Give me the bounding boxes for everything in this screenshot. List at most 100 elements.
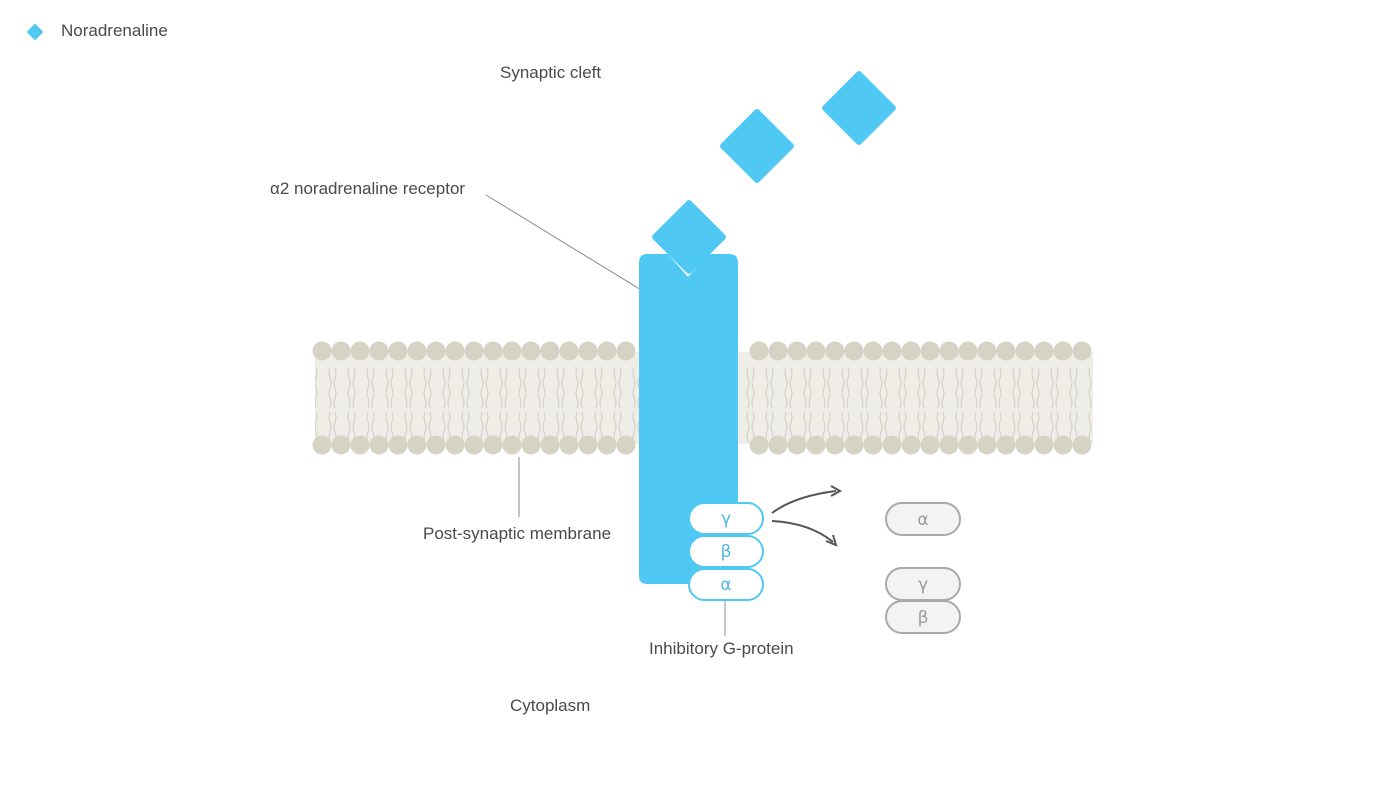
membrane-head-bottom (1015, 435, 1035, 455)
membrane-head-top (407, 341, 427, 361)
membrane-head-top (901, 341, 921, 361)
membrane-head-top (388, 341, 408, 361)
membrane-head-top (806, 341, 826, 361)
membrane-head-bottom (483, 435, 503, 455)
membrane-head-bottom (787, 435, 807, 455)
membrane-label: Post-synaptic membrane (423, 524, 612, 543)
release-arrows (771, 485, 843, 547)
membrane-head-bottom (1034, 435, 1054, 455)
membrane-head-top (977, 341, 997, 361)
membrane-head-top (1072, 341, 1092, 361)
membrane-head-bottom (445, 435, 465, 455)
membrane-head-top (483, 341, 503, 361)
membrane-head-top (559, 341, 579, 361)
membrane-head-bottom (407, 435, 427, 455)
membrane-head-top (863, 341, 883, 361)
subunit-alpha-bound-label: α (720, 575, 731, 595)
membrane-head-top (312, 341, 332, 361)
cytoplasm-label: Cytoplasm (510, 696, 591, 715)
membrane-head-bottom (597, 435, 617, 455)
membrane-head-top (521, 341, 541, 361)
g-protein-label: Inhibitory G-protein (649, 639, 794, 658)
noradrenaline-bound-diamond (652, 200, 726, 274)
membrane-head-top (939, 341, 959, 361)
subunit-alpha-released-label: α (917, 510, 928, 530)
membrane-heads-top (312, 341, 1092, 361)
membrane-head-bottom (825, 435, 845, 455)
membrane-head-top (350, 341, 370, 361)
membrane-head-top (749, 341, 769, 361)
membrane-head-top (502, 341, 522, 361)
membrane-head-bottom (996, 435, 1016, 455)
subunit-gamma-bound (688, 502, 764, 535)
arrow-down (771, 520, 834, 543)
membrane-head-top (1034, 341, 1054, 361)
membrane-head-top (768, 341, 788, 361)
membrane-head-bottom (559, 435, 579, 455)
g-protein-bound: γ β α (688, 502, 764, 601)
subunit-alpha-bound (688, 568, 764, 601)
membrane-head-bottom (540, 435, 560, 455)
arrow-down-head (825, 534, 838, 547)
membrane-head-top (844, 341, 864, 361)
legend-diamond-icon (27, 24, 43, 40)
membrane-head-top (920, 341, 940, 361)
alpha2-receptor (639, 254, 738, 584)
arrow-up (771, 490, 837, 514)
membrane-head-bottom (1053, 435, 1073, 455)
membrane-head-top (616, 341, 636, 361)
membrane-head-bottom (920, 435, 940, 455)
membrane-head-bottom (331, 435, 351, 455)
subunit-gamma-released-label: γ (918, 575, 928, 595)
membrane-head-bottom (882, 435, 902, 455)
membrane-head-top (426, 341, 446, 361)
receptor-label: α2 noradrenaline receptor (270, 179, 466, 198)
membrane-head-top (1053, 341, 1073, 361)
subunit-beta-bound (688, 535, 764, 568)
membrane-head-top (825, 341, 845, 361)
g-protein-released: α γ β (885, 502, 961, 634)
membrane-head-bottom (426, 435, 446, 455)
subunit-beta-released-label: β (918, 608, 929, 628)
membrane-head-bottom (616, 435, 636, 455)
membrane-head-bottom (749, 435, 769, 455)
membrane-head-bottom (1072, 435, 1092, 455)
membrane-head-bottom (958, 435, 978, 455)
membrane-head-top (1015, 341, 1035, 361)
membrane-head-bottom (464, 435, 484, 455)
noradrenaline-free-diamond-2 (822, 71, 896, 145)
membrane-head-top (445, 341, 465, 361)
membrane-head-top (369, 341, 389, 361)
membrane-head-bottom (312, 435, 332, 455)
membrane-head-bottom (502, 435, 522, 455)
subunit-beta-released (885, 600, 961, 634)
membrane-head-bottom (977, 435, 997, 455)
membrane-head-top (597, 341, 617, 361)
membrane-head-top (787, 341, 807, 361)
noradrenaline-free-diamond-1 (720, 109, 794, 183)
membrane-head-top (464, 341, 484, 361)
membrane-head-top (996, 341, 1016, 361)
membrane-head-bottom (388, 435, 408, 455)
membrane-head-bottom (863, 435, 883, 455)
membrane-head-bottom (350, 435, 370, 455)
membrane-head-top (578, 341, 598, 361)
membrane-head-bottom (768, 435, 788, 455)
subunit-gamma-bound-label: γ (721, 509, 731, 529)
membrane-heads-bottom (312, 435, 1092, 455)
arrow-up-head (830, 485, 843, 497)
membrane-head-bottom (901, 435, 921, 455)
membrane-head-bottom (521, 435, 541, 455)
subunit-beta-bound-label: β (721, 542, 732, 562)
membrane-head-bottom (806, 435, 826, 455)
legend-label: Noradrenaline (61, 21, 168, 40)
receptor-leader-line (485, 194, 657, 300)
membrane-head-bottom (844, 435, 864, 455)
membrane-head-top (958, 341, 978, 361)
membrane-head-bottom (939, 435, 959, 455)
subunit-alpha-released (885, 502, 961, 536)
membrane-head-top (882, 341, 902, 361)
synaptic-cleft-label: Synaptic cleft (500, 63, 602, 82)
membrane-head-top (540, 341, 560, 361)
